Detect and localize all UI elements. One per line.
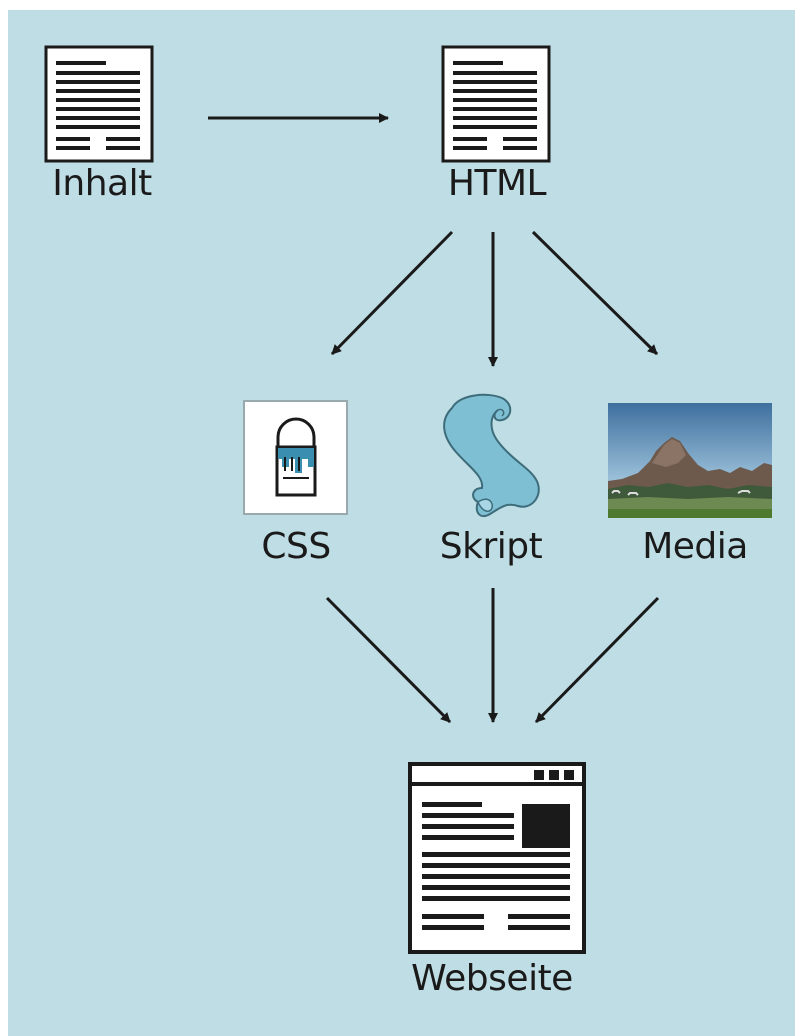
scroll-icon [443,393,540,518]
landscape-photo-icon [608,403,772,518]
node-label-html: HTML [447,163,547,204]
edge-css-webseite [325,596,452,724]
edges [208,113,660,724]
node-label-css: CSS [261,526,331,567]
node-label-webseite: Webseite [411,958,573,999]
browser-window-icon [408,762,586,954]
node-label-inhalt: Inhalt [52,163,152,204]
diagram-background [8,10,795,1036]
node-label-skript: Skript [439,526,543,567]
node-label-media: Media [642,526,748,567]
edge-html-media [531,230,659,356]
document-icon [441,45,551,163]
edge-media-webseite [534,596,660,724]
edge-html-css [330,230,454,356]
paint-bucket-icon [243,400,348,515]
document-icon [44,45,154,163]
